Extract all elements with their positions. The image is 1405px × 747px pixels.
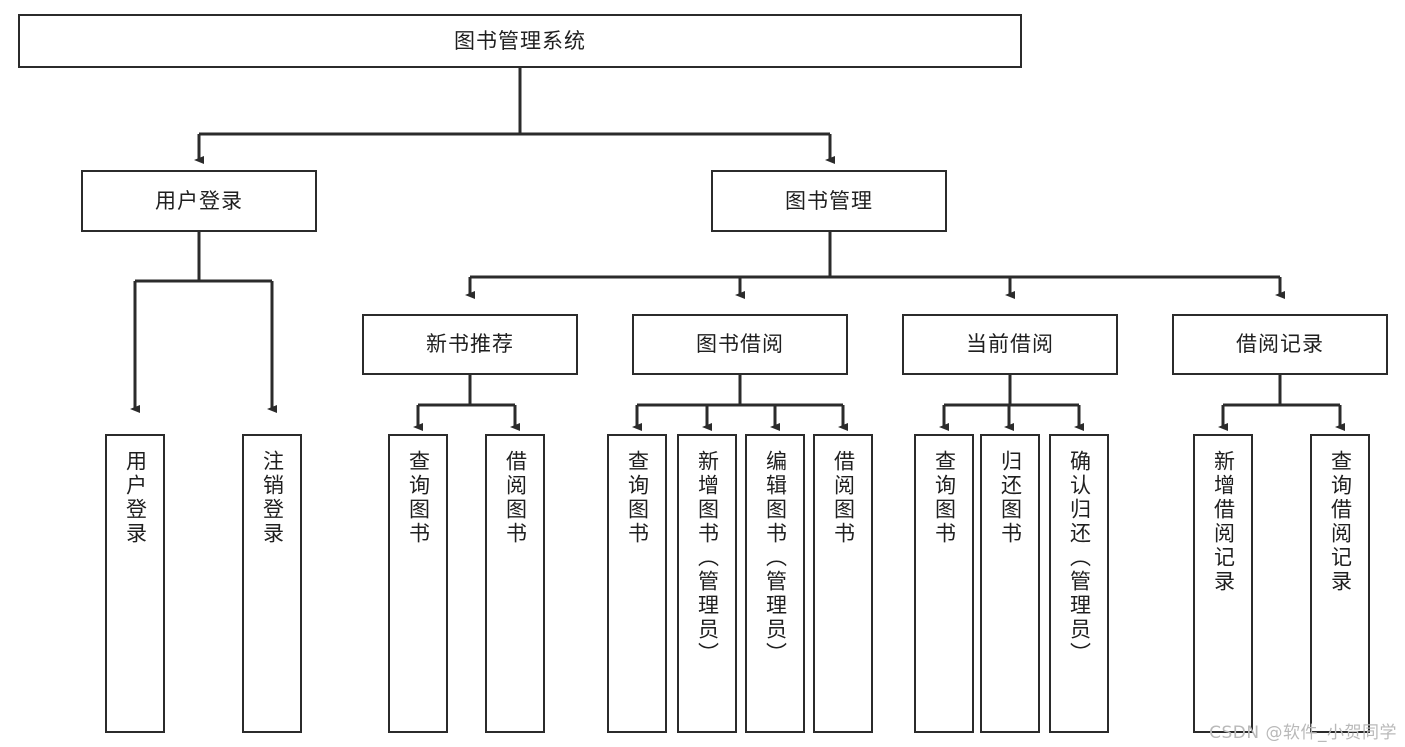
node-leaf-query-books-1[interactable]: 查询图书	[388, 434, 448, 733]
node-book-management-label: 图书管理	[785, 188, 873, 213]
node-leaf-user-login[interactable]: 用户登录	[105, 434, 165, 733]
node-leaf-add-book-admin-label: 新增图书（管理员）	[695, 450, 720, 666]
node-borrow-record-label: 借阅记录	[1236, 332, 1324, 357]
node-leaf-query-books-1-label: 查询图书	[406, 450, 431, 546]
node-book-borrow[interactable]: 图书借阅	[632, 314, 848, 375]
node-new-book-recommend[interactable]: 新书推荐	[362, 314, 578, 375]
node-current-borrow-label: 当前借阅	[966, 332, 1054, 357]
node-leaf-logout-label: 注销登录	[260, 450, 285, 546]
node-leaf-return-books-label: 归还图书	[998, 450, 1023, 546]
node-leaf-user-login-label: 用户登录	[123, 450, 148, 546]
node-leaf-add-borrow-record-label: 新增借阅记录	[1211, 450, 1236, 594]
node-leaf-confirm-return-admin-label: 确认归还（管理员）	[1067, 450, 1092, 666]
node-leaf-borrow-books-1[interactable]: 借阅图书	[485, 434, 545, 733]
node-leaf-add-book-admin[interactable]: 新增图书（管理员）	[677, 434, 737, 733]
node-leaf-query-books-2-label: 查询图书	[625, 450, 650, 546]
node-leaf-query-books-3[interactable]: 查询图书	[914, 434, 974, 733]
node-leaf-add-borrow-record[interactable]: 新增借阅记录	[1193, 434, 1253, 733]
node-user-login-label: 用户登录	[155, 188, 243, 213]
node-root-label: 图书管理系统	[454, 28, 586, 53]
node-book-management[interactable]: 图书管理	[711, 170, 947, 232]
node-leaf-query-borrow-record[interactable]: 查询借阅记录	[1310, 434, 1370, 733]
node-leaf-logout[interactable]: 注销登录	[242, 434, 302, 733]
node-borrow-record[interactable]: 借阅记录	[1172, 314, 1388, 375]
node-leaf-query-books-3-label: 查询图书	[932, 450, 957, 546]
node-current-borrow[interactable]: 当前借阅	[902, 314, 1118, 375]
node-leaf-query-borrow-record-label: 查询借阅记录	[1328, 450, 1353, 594]
node-leaf-borrow-books-1-label: 借阅图书	[503, 450, 528, 546]
node-root[interactable]: 图书管理系统	[18, 14, 1022, 68]
node-leaf-query-books-2[interactable]: 查询图书	[607, 434, 667, 733]
node-leaf-borrow-books-2-label: 借阅图书	[831, 450, 856, 546]
node-leaf-borrow-books-2[interactable]: 借阅图书	[813, 434, 873, 733]
node-user-login[interactable]: 用户登录	[81, 170, 317, 232]
node-new-book-recommend-label: 新书推荐	[426, 332, 514, 357]
node-leaf-edit-book-admin-label: 编辑图书（管理员）	[763, 450, 788, 666]
node-leaf-return-books[interactable]: 归还图书	[980, 434, 1040, 733]
node-leaf-confirm-return-admin[interactable]: 确认归还（管理员）	[1049, 434, 1109, 733]
csdn-watermark: CSDN @软件_小贺同学	[1209, 723, 1397, 743]
node-book-borrow-label: 图书借阅	[696, 332, 784, 357]
node-leaf-edit-book-admin[interactable]: 编辑图书（管理员）	[745, 434, 805, 733]
